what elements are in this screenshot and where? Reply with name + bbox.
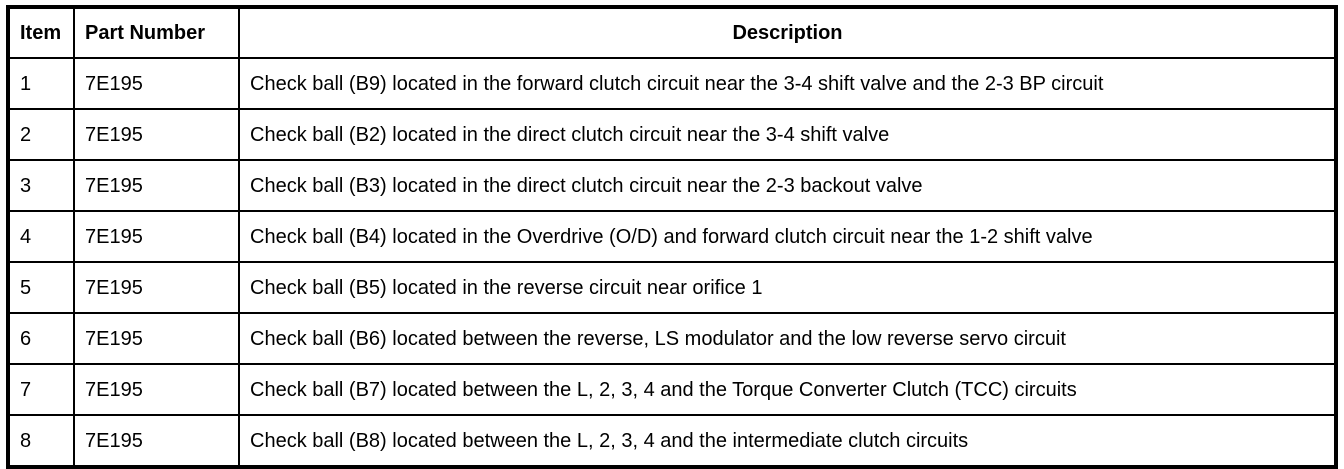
item-cell: 1 xyxy=(7,57,75,110)
header-description: Description xyxy=(238,6,1337,59)
item-cell: 7 xyxy=(7,363,75,416)
description-cell: Check ball (B6) located between the reve… xyxy=(238,312,1337,365)
parts-list-table: Item Part Number Description 1 7E195 Che… xyxy=(6,5,1338,469)
item-cell: 6 xyxy=(7,312,75,365)
header-item: Item xyxy=(7,6,75,59)
description-cell: Check ball (B5) located in the reverse c… xyxy=(238,261,1337,314)
part-number-cell: 7E195 xyxy=(73,159,240,212)
part-number-cell: 7E195 xyxy=(73,210,240,263)
description-cell: Check ball (B7) located between the L, 2… xyxy=(238,363,1337,416)
item-cell: 2 xyxy=(7,108,75,161)
table-row: 6 7E195 Check ball (B6) located between … xyxy=(7,312,1337,365)
table-body: 1 7E195 Check ball (B9) located in the f… xyxy=(7,57,1337,468)
header-row: Item Part Number Description xyxy=(7,6,1337,59)
part-number-cell: 7E195 xyxy=(73,57,240,110)
description-cell: Check ball (B4) located in the Overdrive… xyxy=(238,210,1337,263)
table-row: 1 7E195 Check ball (B9) located in the f… xyxy=(7,57,1337,110)
description-cell: Check ball (B8) located between the L, 2… xyxy=(238,414,1337,468)
table-header: Item Part Number Description xyxy=(7,6,1337,59)
item-cell: 8 xyxy=(7,414,75,468)
description-cell: Check ball (B2) located in the direct cl… xyxy=(238,108,1337,161)
table-row: 4 7E195 Check ball (B4) located in the O… xyxy=(7,210,1337,263)
part-number-cell: 7E195 xyxy=(73,312,240,365)
part-number-cell: 7E195 xyxy=(73,261,240,314)
item-cell: 3 xyxy=(7,159,75,212)
table-row: 3 7E195 Check ball (B3) located in the d… xyxy=(7,159,1337,212)
table-row: 2 7E195 Check ball (B2) located in the d… xyxy=(7,108,1337,161)
part-number-cell: 7E195 xyxy=(73,414,240,468)
page: Item Part Number Description 1 7E195 Che… xyxy=(6,5,1338,469)
part-number-cell: 7E195 xyxy=(73,363,240,416)
part-number-cell: 7E195 xyxy=(73,108,240,161)
item-cell: 5 xyxy=(7,261,75,314)
header-part-number: Part Number xyxy=(73,6,240,59)
description-cell: Check ball (B9) located in the forward c… xyxy=(238,57,1337,110)
table-row: 8 7E195 Check ball (B8) located between … xyxy=(7,414,1337,468)
table-row: 5 7E195 Check ball (B5) located in the r… xyxy=(7,261,1337,314)
table-row: 7 7E195 Check ball (B7) located between … xyxy=(7,363,1337,416)
item-cell: 4 xyxy=(7,210,75,263)
description-cell: Check ball (B3) located in the direct cl… xyxy=(238,159,1337,212)
